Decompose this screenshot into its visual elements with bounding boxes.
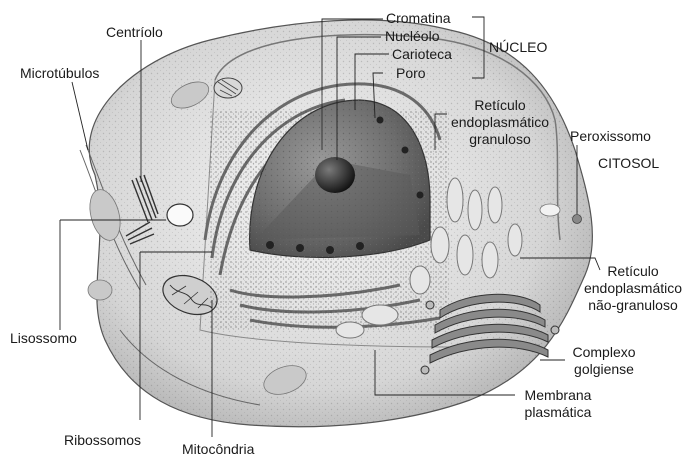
label-reticulo-granuloso-line3: granuloso [440, 131, 560, 148]
label-complexo-golgiense: Complexo golgiense [562, 344, 646, 378]
label-carioteca: Carioteca [392, 46, 452, 63]
label-membrana-plasmatica-line1: Membrana [513, 387, 603, 404]
label-membrana-plasmatica: Membrana plasmática [513, 387, 603, 421]
label-peroxissomo: Peroxissomo [570, 128, 651, 145]
label-complexo-golgiense-line1: Complexo [562, 344, 646, 361]
label-complexo-golgiense-line2: golgiense [562, 361, 646, 378]
label-microtubulos: Microtúbulos [20, 65, 99, 82]
label-membrana-plasmatica-line2: plasmática [513, 404, 603, 421]
label-citosol: CITOSOL [598, 155, 659, 172]
lysosome [167, 204, 193, 226]
label-reticulo-nao-granuloso: Retículo endoplasmático não-granuloso [574, 263, 692, 314]
label-centriolo: Centríolo [106, 24, 163, 41]
peroxisome [573, 215, 582, 224]
label-nucleo: NÚCLEO [489, 39, 547, 56]
label-reticulo-nao-granuloso-line1: Retículo [574, 263, 692, 280]
label-cromatina: Cromatina [386, 10, 451, 27]
label-mitocondria: Mitocôndria [182, 441, 254, 458]
nucleolus [315, 157, 355, 193]
label-reticulo-granuloso-line1: Retículo [440, 97, 560, 114]
label-reticulo-nao-granuloso-line2: endoplasmático [574, 280, 692, 297]
label-ribossomos: Ribossomos [64, 432, 141, 449]
label-reticulo-granuloso: Retículo endoplasmático granuloso [440, 97, 560, 148]
label-reticulo-nao-granuloso-line3: não-granuloso [574, 297, 692, 314]
label-reticulo-granuloso-line2: endoplasmático [440, 114, 560, 131]
label-lisossomo: Lisossomo [10, 330, 77, 347]
label-nucleolo: Nucléolo [385, 28, 439, 45]
label-poro: Poro [396, 65, 426, 82]
mitochondrion-top [214, 78, 242, 98]
